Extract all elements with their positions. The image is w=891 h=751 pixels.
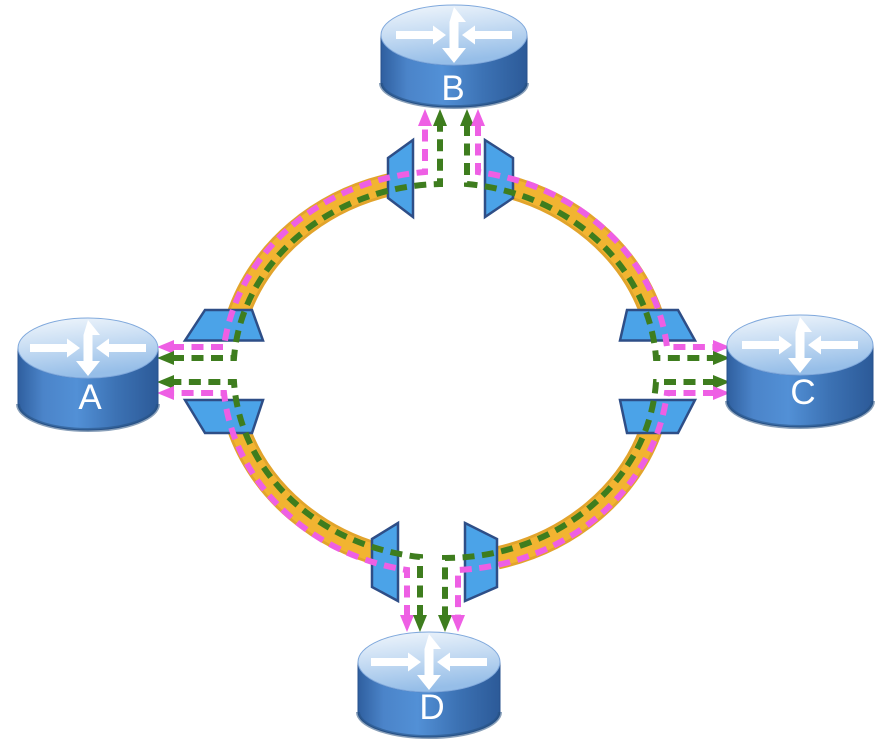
coupler-b-left	[386, 137, 415, 220]
router-a-rim	[16, 403, 160, 432]
flow-magenta-d-a	[172, 390, 410, 617]
ring-arc-cd-edge	[494, 423, 663, 570]
arrow-green-into-a-icon	[157, 351, 174, 365]
arrow-green-into-c-icon	[713, 375, 730, 389]
router-c-label: C	[790, 373, 815, 412]
router-b-rim	[379, 82, 529, 109]
router-d-rim	[356, 711, 502, 739]
router-d: D	[356, 631, 502, 739]
router-c: C	[725, 314, 875, 429]
arrow-magenta-into-b-icon	[471, 109, 485, 126]
arrow-magenta-into-a-icon	[157, 340, 174, 354]
arrow-magenta-into-d-icon	[451, 615, 465, 632]
arrow-magenta-into-c-icon	[713, 340, 730, 354]
arrow-green-into-c-icon	[713, 351, 730, 365]
coupler-d-right	[463, 520, 499, 603]
flow-green-c-d	[442, 379, 715, 617]
router-c-rim	[725, 400, 875, 429]
arrow-green-into-d-icon	[413, 615, 427, 632]
flow-magenta-a-b	[172, 124, 428, 350]
arrow-magenta-into-b-icon	[418, 109, 432, 126]
arrow-green-into-b-icon	[460, 109, 474, 126]
flow-magenta-c-d	[455, 390, 715, 617]
coupler-a-lower	[182, 398, 265, 435]
arrow-green-into-d-icon	[438, 615, 452, 632]
arrow-magenta-into-c-icon	[713, 386, 730, 400]
couplers	[182, 137, 698, 604]
coupler-d-left	[370, 520, 400, 604]
flows	[172, 124, 715, 617]
ring-arc-ab	[229, 175, 395, 318]
ring-arc-bc	[495, 175, 661, 318]
router-a-label: A	[78, 378, 102, 417]
router-b-label: B	[441, 69, 464, 108]
ring-arc-ab-edge	[227, 172, 396, 319]
router-a: A	[16, 317, 160, 432]
flow-arrowheads	[157, 109, 730, 632]
flow-green-a-b	[172, 124, 443, 361]
router-b: B	[379, 4, 529, 109]
ring	[227, 172, 663, 570]
flow-green-d-a	[172, 379, 423, 617]
arrow-green-into-b-icon	[433, 109, 447, 126]
ring-arc-da	[229, 424, 395, 567]
flow-green-b-c	[464, 124, 715, 361]
arrow-magenta-into-a-icon	[157, 386, 174, 400]
flow-magenta-b-c	[475, 124, 715, 350]
coupler-c-lower	[618, 398, 698, 435]
arrow-magenta-into-d-icon	[400, 615, 414, 632]
ring-arc-cd	[495, 424, 661, 567]
arrow-green-into-a-icon	[157, 375, 174, 389]
router-d-label: D	[419, 688, 444, 727]
ring-arc-bc-edge	[494, 172, 663, 319]
coupler-c-upper	[618, 308, 698, 342]
